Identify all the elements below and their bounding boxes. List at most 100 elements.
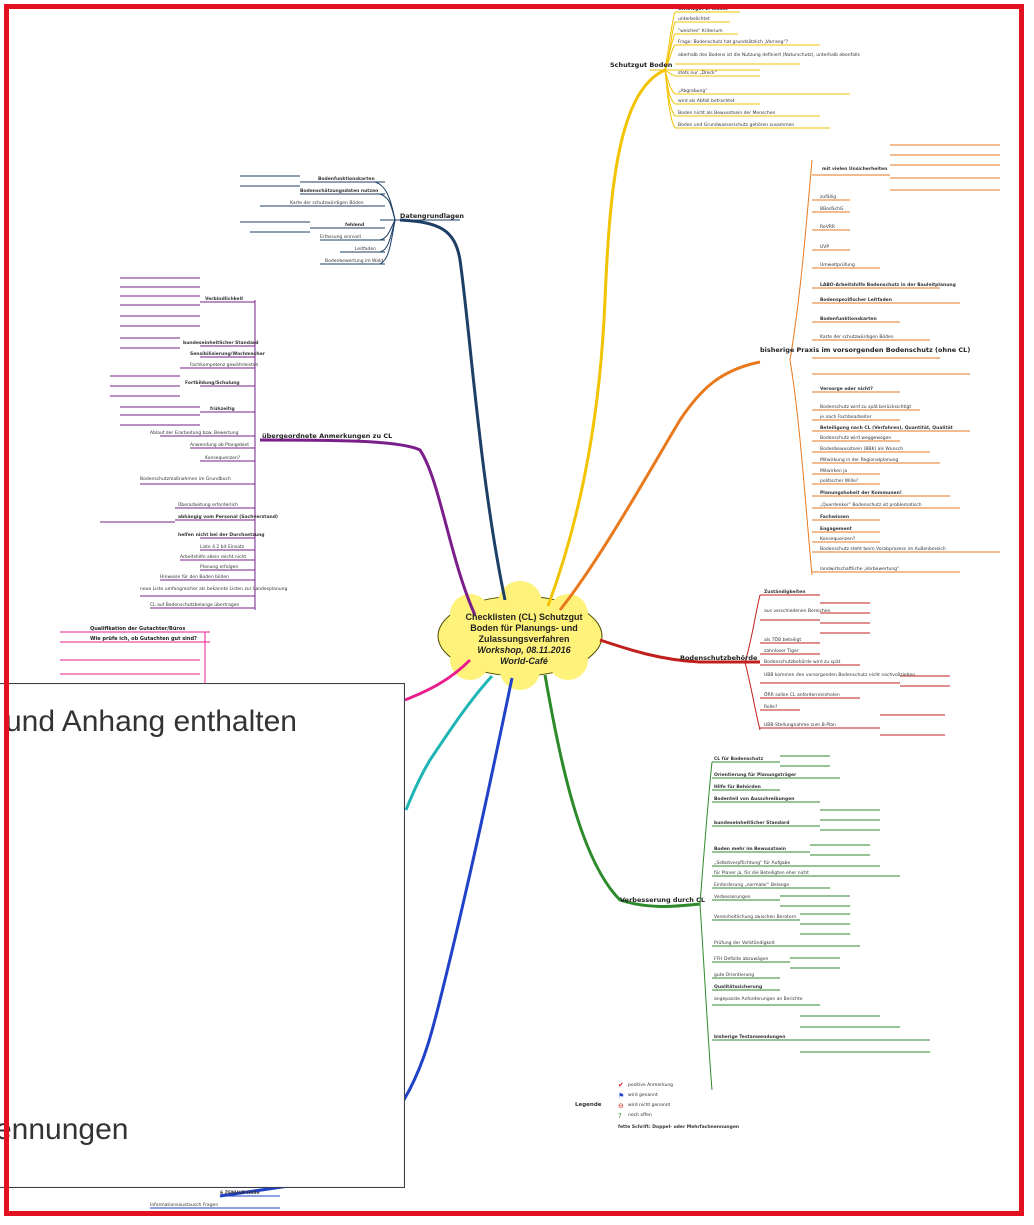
svg-text:Bodenbewertung im Wald: Bodenbewertung im Wald (325, 258, 383, 264)
svg-text:positive Anmerkung: positive Anmerkung (628, 1082, 673, 1088)
center-line-1: Checklisten (CL) Schutzgut (465, 612, 583, 622)
footer-item-1: 6 ZFNUVP Rolle (220, 1190, 260, 1196)
svg-text:ÖRR sollen CL anfordern/einhol: ÖRR sollen CL anfordern/einholen (764, 691, 840, 698)
svg-text:Boden mehr im Bewusstsein: Boden mehr im Bewusstsein (714, 846, 786, 852)
svg-text:Hilfe für Behörden: Hilfe für Behörden (714, 784, 761, 790)
svg-text:Bodenschutz wird zu spät berüc: Bodenschutz wird zu spät berücksichtigt (820, 404, 911, 410)
svg-text:frühzeitig: frühzeitig (210, 406, 235, 412)
svg-text:neue Liste umfangreicher als b: neue Liste umfangreicher als bekannte Li… (140, 586, 287, 592)
callout-text-2: ennungen (0, 1113, 129, 1146)
svg-text:Liste 4.2 bit Einsatz: Liste 4.2 bit Einsatz (200, 544, 245, 550)
branch-label-verbesserung: Verbesserung durch CL (620, 896, 705, 904)
svg-text:oberhalb des Bodens ist die Nu: oberhalb des Bodens ist die Nutzung defi… (678, 52, 860, 58)
svg-text:wird genannt: wird genannt (628, 1092, 658, 1098)
svg-text:Mitwirkung in der Regionalplan: Mitwirkung in der Regionalplanung (820, 457, 898, 463)
svg-text:Schutzgut 2. Klasse: Schutzgut 2. Klasse (678, 6, 728, 12)
legend: Legende ✔ positive Anmerkung ⚑ wird gena… (575, 1081, 739, 1130)
svg-text:Vereinheitlichung zwischen Ber: Vereinheitlichung zwischen Beratern (714, 914, 796, 920)
svg-text:Karte der schutzwürdigen Böden: Karte der schutzwürdigen Böden (820, 334, 894, 340)
svg-text:für Planer ja, für die Beteili: für Planer ja, für die Beteiligten eher … (714, 870, 809, 876)
svg-text:Orientierung für Planungsträge: Orientierung für Planungsträger (714, 772, 797, 778)
zoom-callout: und Anhang enthalten ennungen (0, 683, 405, 1188)
svg-text:„Querdenker“ Bodenschutz ist p: „Querdenker“ Bodenschutz ist problematis… (820, 502, 922, 508)
central-cloud (437, 581, 603, 690)
svg-text:Leitfaden: Leitfaden (355, 246, 376, 252)
svg-text:„Selbstverpflichtung“ für Aufg: „Selbstverpflichtung“ für Aufgabe (714, 860, 791, 866)
branch-bodenschutzbehoerde (599, 638, 760, 664)
svg-text:BBodSchG: BBodSchG (820, 206, 844, 212)
legend-title: Legende (575, 1102, 602, 1108)
svg-text:politischer Wille?: politischer Wille? (820, 478, 859, 484)
svg-text:UVP: UVP (820, 244, 829, 250)
branch-label-bodenschutzbehoerde: Bodenschutzbehörde (680, 654, 758, 662)
svg-text:Umweltprüfung: Umweltprüfung (820, 262, 855, 268)
svg-text:Qualitätssicherung: Qualitätssicherung (714, 984, 762, 990)
question-icon: ? (618, 1112, 622, 1120)
svg-text:FFH Defizite abzuwägen: FFH Defizite abzuwägen (714, 956, 769, 962)
svg-text:fehlend: fehlend (345, 222, 364, 228)
check-icon: ✔ (618, 1081, 624, 1089)
branch-verbesserung (543, 674, 701, 908)
minus-icon: ⊖ (618, 1102, 624, 1110)
branch-label-schutzgut-boden: Schutzgut Boden (610, 61, 673, 69)
svg-text:Sensibilisierung/Wachmacher: Sensibilisierung/Wachmacher (190, 351, 266, 357)
svg-text:bundeseinheitlicher Standard: bundeseinheitlicher Standard (183, 340, 258, 346)
svg-text:„Abgrabung“: „Abgrabung“ (678, 88, 708, 94)
svg-text:Bodenschätzungsdaten nutzen: Bodenschätzungsdaten nutzen (300, 188, 378, 194)
svg-text:Bodenschutzbehörde wird zu spä: Bodenschutzbehörde wird zu spät (764, 659, 841, 665)
branch-uebergeordnete-anmerkungen (259, 438, 477, 616)
center-line-3: Zulassungsverfahren (478, 634, 570, 644)
svg-text:wird nicht genannt: wird nicht genannt (628, 1102, 671, 1108)
branch-label-bisherige-praxis: bisherige Praxis im vorsorgenden Bodensc… (760, 346, 970, 354)
svg-text:Zuständigkeiten: Zuständigkeiten (764, 589, 805, 595)
svg-text:als TÖB beteiligt: als TÖB beteiligt (764, 636, 801, 643)
svg-text:Mitwirken ja: Mitwirken ja (820, 468, 847, 474)
svg-text:Hinweise für den Boden bilden: Hinweise für den Boden bilden (160, 574, 229, 580)
svg-text:abhängig vom Personal (Sachver: abhängig vom Personal (Sachverstand) (178, 514, 278, 520)
red-frame (4, 4, 1024, 1216)
center-line-5: World-Café (500, 656, 548, 666)
branch-bisherige-praxis (558, 360, 761, 611)
svg-text:Fachkompetenz gewährleisten: Fachkompetenz gewährleisten (190, 362, 259, 368)
svg-text:bundeseinheitlicher Standard: bundeseinheitlicher Standard (714, 820, 789, 826)
svg-text:Bodenbewusstsein (BBK) als Wun: Bodenbewusstsein (BBK) als Wunsch (820, 446, 903, 452)
svg-text:Arbeitshilfe allein reicht nic: Arbeitshilfe allein reicht nicht (180, 554, 246, 560)
branch-schutzgut-boden (546, 68, 666, 607)
svg-text:Verbesserungen: Verbesserungen (714, 894, 751, 900)
central-node-title: Checklisten (CL) Schutzgut Boden für Pla… (444, 612, 604, 667)
svg-text:Prüfung der Vollständigkeit: Prüfung der Vollständigkeit (714, 940, 775, 946)
svg-text:LABO-Arbeitshilfe Bodenschutz: LABO-Arbeitshilfe Bodenschutz in der Bau… (820, 282, 956, 288)
svg-text:Einforderung „normaler“ Belang: Einforderung „normaler“ Belange (714, 882, 789, 888)
svg-text:helfen nicht bei der Durchsetz: helfen nicht bei der Durchsetzung (178, 532, 265, 538)
footer-item-2: Informationsaustausch Fragen (150, 1202, 218, 1208)
svg-text:Bodenschutzmaßnahmen im Grundb: Bodenschutzmaßnahmen im Grundbuch (140, 476, 231, 482)
svg-text:angepasste Anforderungen an Be: angepasste Anforderungen an Berichte (714, 996, 803, 1002)
svg-text:noch offen: noch offen (628, 1112, 652, 1118)
svg-text:Konsequenzen?: Konsequenzen? (820, 536, 856, 542)
svg-text:Bodenspezifischer Leitfaden: Bodenspezifischer Leitfaden (820, 297, 892, 303)
svg-text:wird als Abfall betrachtet: wird als Abfall betrachtet (678, 98, 735, 104)
svg-text:Bodenfunktionskarten: Bodenfunktionskarten (318, 176, 375, 182)
svg-text:Versorge oder nicht?: Versorge oder nicht? (820, 386, 873, 392)
svg-text:Planungshoheit der Kommunen!: Planungshoheit der Kommunen! (820, 490, 902, 496)
svg-text:Bodenschutz steht beim Vorabpr: Bodenschutz steht beim Vorabprozess im A… (820, 546, 946, 552)
svg-text:Fachwissen: Fachwissen (820, 514, 849, 520)
branch-qualifikation (404, 658, 472, 702)
svg-text:Überarbeitung erforderlich: Überarbeitung erforderlich (178, 501, 238, 508)
svg-text:zufällig: zufällig (820, 194, 836, 200)
svg-text:UBB-Stellungnahme zum B-Plan: UBB-Stellungnahme zum B-Plan (764, 722, 836, 728)
svg-text:Bodenfunktionskarten: Bodenfunktionskarten (820, 316, 877, 322)
svg-text:unterbelichtet: unterbelichtet (678, 16, 710, 22)
svg-text:CL auf Bodenschutzbelange über: CL auf Bodenschutzbelange übertragen (150, 602, 240, 608)
svg-text:Boden nicht als Bewusstsein de: Boden nicht als Bewusstsein der Menschen (678, 110, 775, 116)
center-line-4: Workshop, 08.11.2016 (477, 645, 571, 655)
svg-text:Frage: Bodenschutz hat grundsä: Frage: Bodenschutz hat grundsätzlich „Vo… (678, 39, 789, 45)
svg-text:Fortbildung/Schulung: Fortbildung/Schulung (185, 380, 240, 386)
svg-text:gute Orientierung: gute Orientierung (714, 972, 754, 978)
svg-text:aus verschiedenen Bereichen: aus verschiedenen Bereichen (764, 608, 831, 614)
svg-text:Ablauf der Erarbeitung bzw. Be: Ablauf der Erarbeitung bzw. Bewertung (150, 430, 239, 436)
svg-text:Planung erfolgen: Planung erfolgen (200, 564, 238, 570)
svg-text:Engagement: Engagement (820, 526, 853, 532)
svg-text:je nach Fachbearbeiter: je nach Fachbearbeiter (819, 414, 872, 420)
